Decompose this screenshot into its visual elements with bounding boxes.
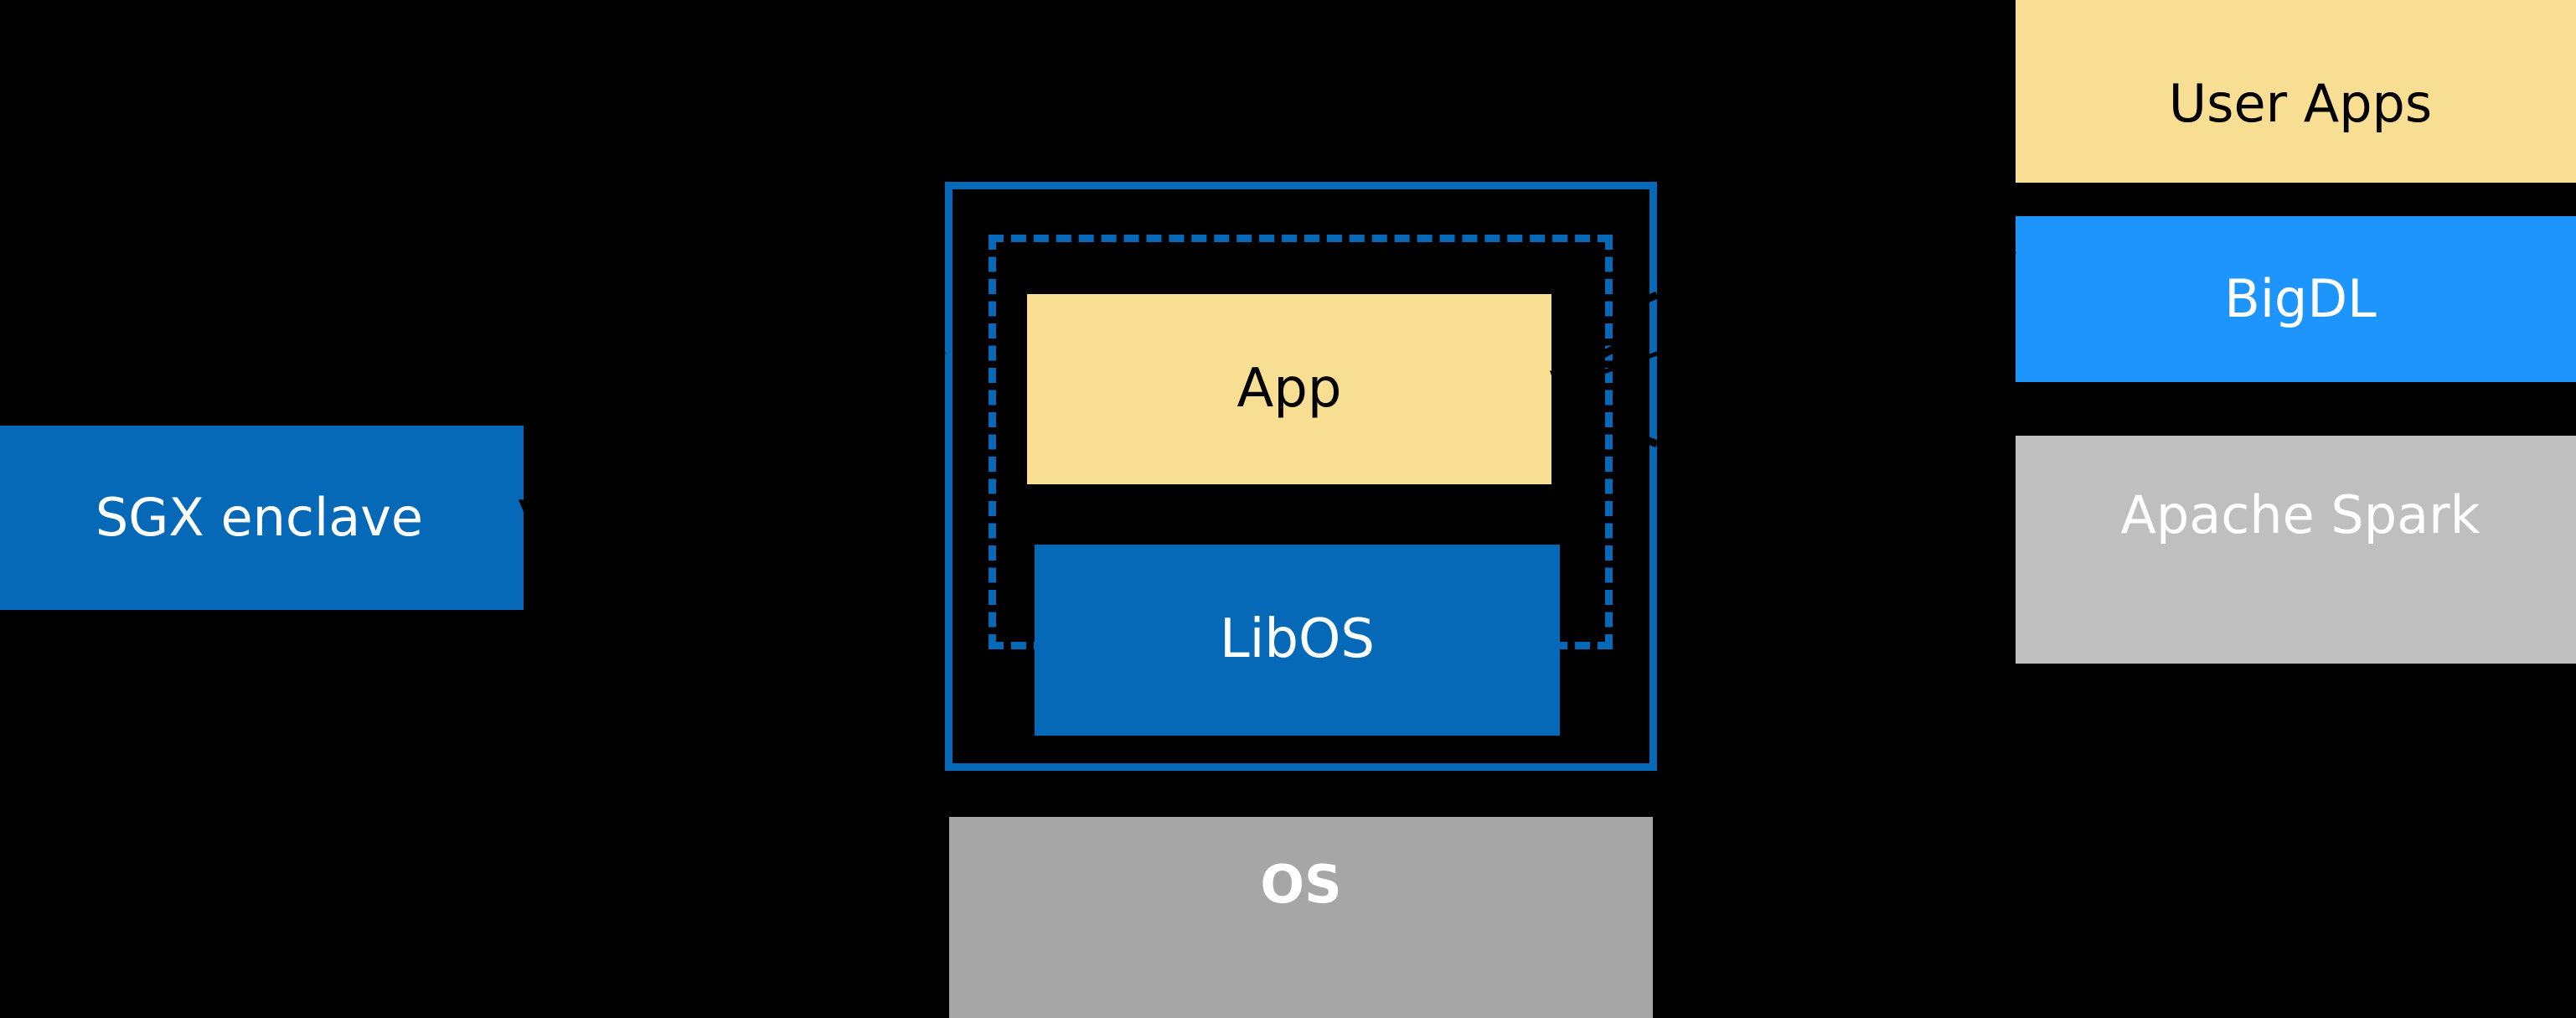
libos-label: LibOS — [1219, 608, 1376, 671]
user-apps-box[interactable]: User Apps — [2016, 0, 2576, 183]
apache-spark-label: Apache Spark — [2120, 484, 2480, 545]
libos-box[interactable]: LibOS — [1035, 545, 1560, 736]
bigdl-box[interactable]: BigDL — [2016, 216, 2576, 382]
sgx-enclave-label: SGX enclave — [95, 487, 424, 549]
sgx-to-enclave-connector — [518, 349, 946, 535]
os-label: OS — [1260, 854, 1342, 915]
user-apps-label: User Apps — [2168, 72, 2433, 134]
sgx-enclave-box[interactable]: SGX enclave — [0, 426, 524, 610]
apache-spark-box[interactable]: Apache Spark — [2016, 436, 2576, 664]
app-label: App — [1236, 357, 1342, 420]
os-box[interactable]: OS — [949, 817, 1653, 1018]
bigdl-label: BigDL — [2224, 268, 2377, 330]
enclave-outer-boundary[interactable] — [945, 182, 1657, 771]
app-box[interactable]: App — [1027, 294, 1551, 484]
